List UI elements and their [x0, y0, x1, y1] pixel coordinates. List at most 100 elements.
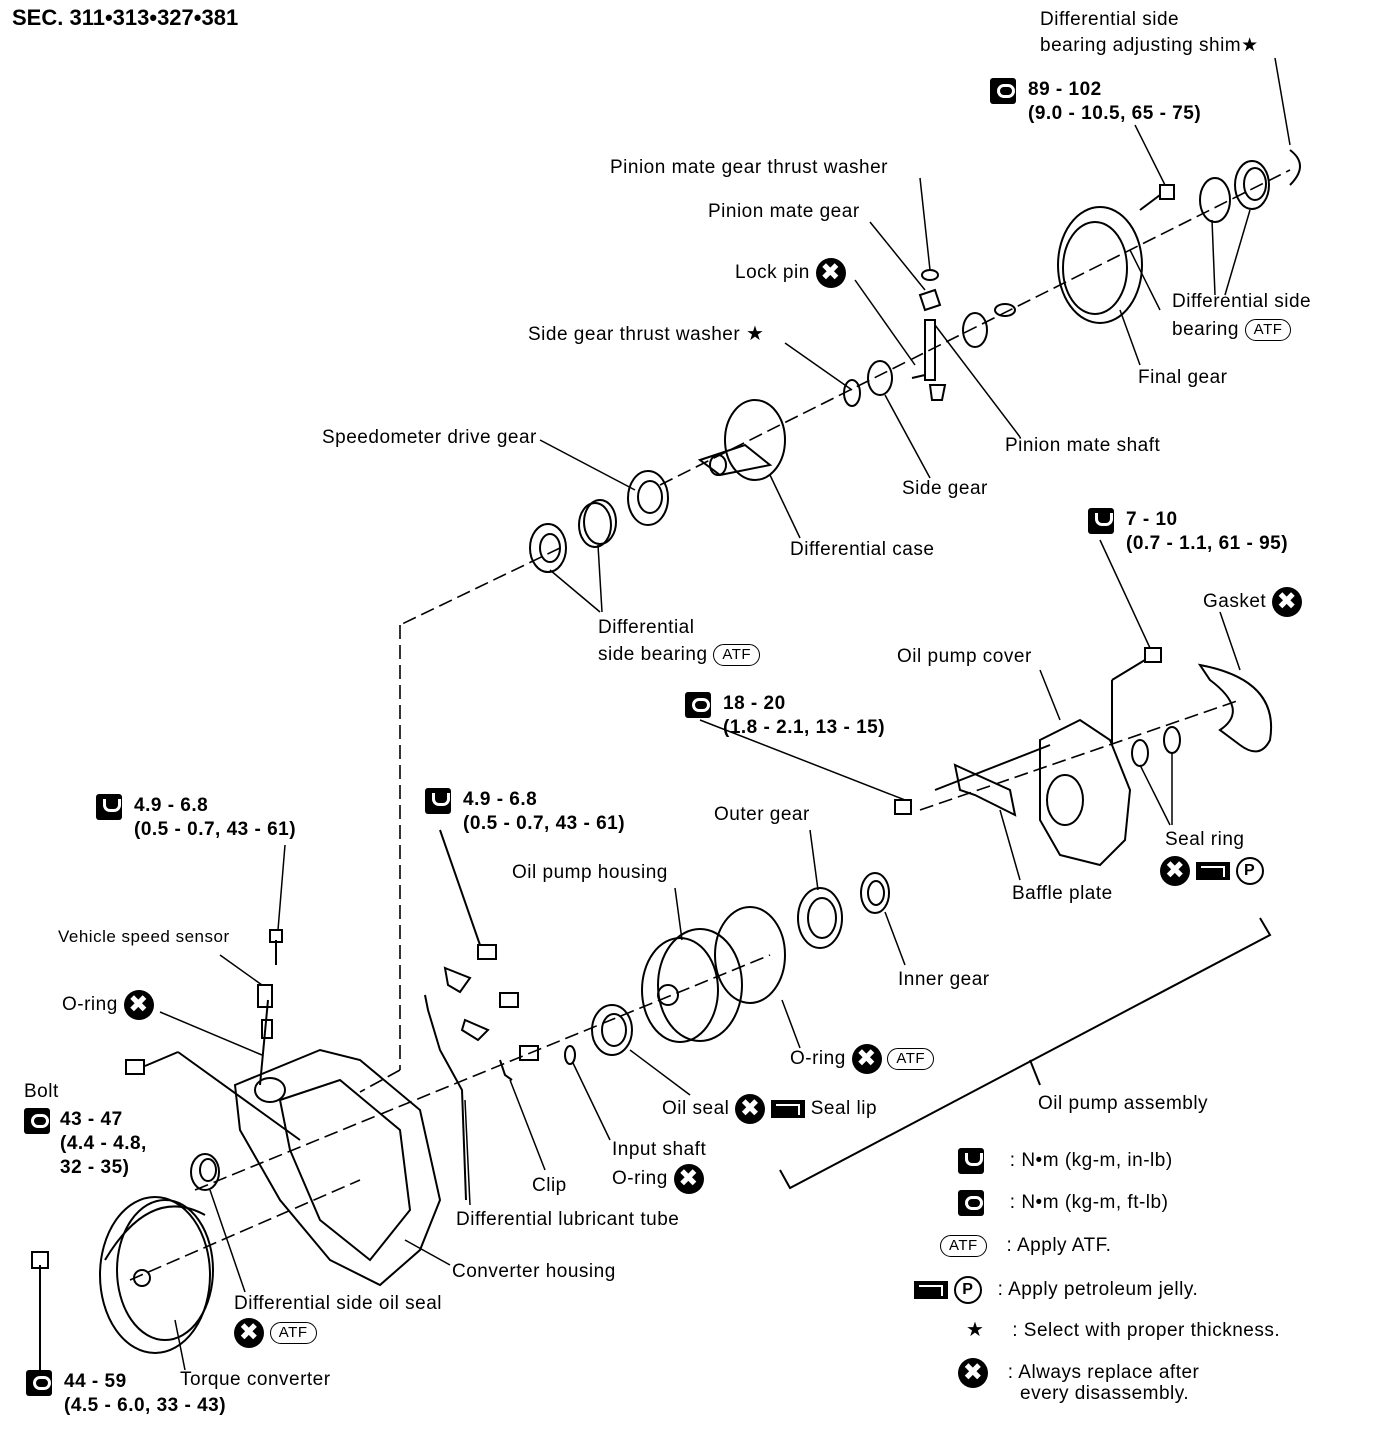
pinion-mate-gear-thrust-washer-label: Pinion mate gear thrust washer [610, 157, 888, 178]
diff-lubricant-tube-label: Differential lubricant tube [456, 1209, 680, 1230]
torque-ftlb-icon [685, 692, 711, 718]
oil-seal-label: Oil seal ✖ Seal lip [662, 1094, 877, 1124]
diff-side-bearing-lower-line2: side bearing ATF [598, 643, 761, 667]
seal-lip-text: Seal lip [810, 1098, 878, 1120]
side-gear-label: Side gear [902, 478, 988, 499]
replace-icon: ✖ [234, 1318, 264, 1348]
baffle-plate-label: Baffle plate [1012, 883, 1113, 904]
legend-row-star: ★ : Select with proper thickness. [966, 1318, 1280, 1343]
legend-text: : Select with proper thickness. [1012, 1320, 1281, 1341]
differential-internal-shapes [843, 269, 1016, 407]
gasket-text: Gasket [1203, 591, 1267, 613]
input-oring-shape [564, 1045, 576, 1065]
torque-conversion: (0.5 - 0.7, 43 - 61) [463, 813, 626, 834]
torque-sensor-bolt: 4.9 - 6.8 (0.5 - 0.7, 43 - 61) [96, 794, 296, 842]
lock-pin-label: Lock pin ✖ [735, 258, 846, 288]
torque-inlb-icon [958, 1148, 984, 1174]
atf-icon: ATF [940, 1234, 987, 1257]
petroleum-p-icon: P [953, 1276, 982, 1304]
shim-label-line2: bearing adjusting shim★ [1040, 35, 1259, 56]
section-code: SEC. 311•313•327•381 [12, 5, 239, 30]
torque-pump-cover-bolt: 7 - 10 (0.7 - 1.1, 61 - 95) [1088, 508, 1288, 556]
gasket-label: Gasket ✖ [1203, 587, 1302, 617]
input-shaft-oring-line1: Input shaft [612, 1139, 707, 1160]
legend-row-petroleum: P : Apply petroleum jelly. [914, 1276, 1198, 1304]
legend-text: : Apply petroleum jelly. [997, 1279, 1199, 1301]
atf-icon: ATF [713, 643, 761, 666]
converter-housing-shape [233, 929, 442, 1287]
legend-row-inlb: : N•m (kg-m, in-lb) [958, 1148, 1173, 1174]
torque-value: 44 - 59 [64, 1371, 127, 1392]
lubricant-tube-shape [424, 829, 539, 1201]
o-ring-sensor-text: O-ring [62, 994, 118, 1016]
replace-icon: ✖ [735, 1094, 766, 1124]
replace-icon: ✖ [1160, 856, 1190, 886]
torque-converter-bolt: 44 - 59 (4.5 - 6.0, 33 - 43) [26, 1370, 226, 1418]
torque-baffle-bolt: 18 - 20 (1.8 - 2.1, 13 - 15) [685, 692, 885, 740]
star-icon: ★ [966, 1319, 985, 1341]
petroleum-jelly-icon [1195, 862, 1230, 880]
replace-icon: ✖ [815, 258, 846, 288]
housing-bolt-shape [125, 1051, 301, 1141]
torque-ftlb-icon [26, 1370, 52, 1396]
o-ring-pump-label: O-ring ✖ ATF [790, 1044, 935, 1074]
legend-row-ftlb: : N•m (kg-m, ft-lb) [958, 1190, 1168, 1216]
diff-side-oil-seal-label: Differential side oil seal [234, 1293, 443, 1314]
legend-text: : N•m (kg-m, ft-lb) [1009, 1192, 1169, 1214]
side-gear-thrust-washer-label: Side gear thrust washer ★ [528, 322, 764, 347]
torque-inlb-icon [96, 794, 122, 820]
torque-converter-shape [31, 1196, 214, 1370]
atf-icon: ATF [269, 1322, 317, 1344]
clip-label: Clip [532, 1175, 567, 1196]
diff-oil-seal-shape [190, 1153, 220, 1191]
oil-seal-text: Oil seal [662, 1098, 730, 1120]
inner-gear-label: Inner gear [898, 969, 990, 990]
atf-icon: ATF [887, 1048, 935, 1070]
replace-icon: ✖ [123, 990, 154, 1020]
torque-conversion: (9.0 - 10.5, 65 - 75) [1028, 103, 1202, 124]
seal-ring-gasket-shapes [1131, 663, 1273, 767]
legend-text: every disassembly. [1020, 1383, 1190, 1404]
pinion-mate-gear-label: Pinion mate gear [708, 201, 860, 222]
torque-value: 4.9 - 6.8 [134, 795, 209, 816]
bolt-label: Bolt [24, 1081, 59, 1102]
diff-side-bearing-upper-line2: bearing ATF [1172, 318, 1292, 342]
lock-pin-text: Lock pin [735, 262, 810, 284]
replace-icon: ✖ [1271, 587, 1302, 617]
torque-ftlb-icon [24, 1108, 50, 1134]
oil-pump-cover-shape [894, 647, 1162, 867]
oil-pump-assembly-label: Oil pump assembly [1038, 1093, 1209, 1114]
torque-conversion: (4.5 - 6.0, 33 - 43) [64, 1395, 227, 1416]
torque-inlb-icon [1088, 508, 1114, 534]
replace-icon: ✖ [673, 1164, 704, 1194]
differential-lower-shapes [529, 399, 786, 573]
diff-side-bearing-upper-line1: Differential side [1172, 291, 1312, 312]
final-gear-shapes [1057, 149, 1301, 324]
input-shaft-oring-text: O-ring [612, 1168, 668, 1190]
legend-row-atf: ATF : Apply ATF. [940, 1234, 1111, 1258]
petroleum-jelly-icon [770, 1100, 805, 1118]
oil-pump-cover-label: Oil pump cover [897, 646, 1032, 667]
torque-value: 89 - 102 [1028, 79, 1102, 100]
converter-housing-label: Converter housing [452, 1261, 616, 1282]
o-ring-pump-text: O-ring [790, 1048, 846, 1070]
oil-pump-housing-label: Oil pump housing [512, 862, 668, 883]
torque-tube-bolt: 4.9 - 6.8 (0.5 - 0.7, 43 - 61) [425, 788, 625, 836]
outer-inner-gear-shapes [797, 872, 890, 949]
torque-conversion: (0.7 - 1.1, 61 - 95) [1126, 533, 1289, 554]
atf-icon: ATF [1244, 318, 1292, 341]
torque-ftlb-icon [990, 78, 1016, 104]
diff-side-bearing-lower-line1: Differential [598, 617, 695, 638]
replace-icon: ✖ [958, 1358, 988, 1388]
star-icon: ★ [745, 323, 765, 345]
seal-ring-symbols: ✖ P [1160, 856, 1264, 886]
torque-conversion: (1.8 - 2.1, 13 - 15) [723, 717, 886, 738]
legend-row-replace: ✖ : Always replace after [958, 1358, 1199, 1388]
torque-final-gear-bolt: 89 - 102 (9.0 - 10.5, 65 - 75) [990, 78, 1201, 126]
torque-inlb-icon [425, 788, 451, 814]
leader-lines [159, 57, 1291, 1371]
torque-value: 18 - 20 [723, 693, 786, 714]
legend-row-replace-cont: every disassembly. [1020, 1382, 1189, 1406]
legend-text: : Apply ATF. [1006, 1235, 1112, 1256]
